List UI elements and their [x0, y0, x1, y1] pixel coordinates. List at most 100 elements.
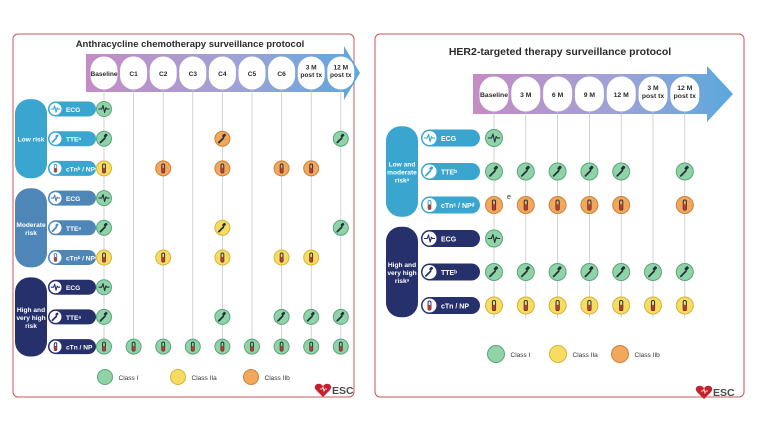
- test-tag: [421, 263, 480, 281]
- tube-icon: [279, 252, 284, 263]
- class-marker-2a: [485, 296, 503, 315]
- tube-icon: [161, 341, 166, 352]
- risk-group-1: [386, 226, 418, 318]
- timepoint-label: C2: [159, 71, 168, 78]
- class-marker-1: [612, 162, 631, 181]
- timepoint-label: Baseline: [480, 92, 508, 99]
- ecg-icon: [487, 233, 501, 244]
- class-marker-1: [96, 190, 112, 207]
- echo-icon: [616, 266, 626, 278]
- class-marker-1: [96, 279, 112, 296]
- class-marker-1: [580, 263, 599, 281]
- class-marker-1: [244, 338, 260, 355]
- esc-wordmark: ESC: [713, 387, 735, 399]
- echo-icon: [616, 165, 626, 177]
- test-label: TTEᵃ: [66, 226, 81, 233]
- esc-wordmark: ESC: [332, 385, 354, 397]
- class-marker-1: [303, 308, 320, 325]
- ecg-icon: [98, 194, 110, 203]
- class-marker-1: [155, 338, 172, 355]
- tube-icon: [491, 299, 497, 312]
- risk-group-label: Low risk: [18, 137, 45, 144]
- class-marker-1: [485, 263, 503, 281]
- test-label: TTEᵃ: [66, 315, 81, 322]
- tube-icon: [587, 199, 592, 211]
- timepoint-pill: [268, 56, 296, 90]
- class-marker-1: [332, 308, 349, 325]
- class-marker-2a: [214, 219, 231, 236]
- echo-icon: [648, 266, 658, 278]
- timepoint-label: Baseline: [90, 71, 117, 78]
- legend-swatch: [243, 369, 259, 385]
- timepoint-label: C6: [277, 71, 286, 78]
- test-label: cTnᵇ / NPᶜ: [66, 166, 98, 173]
- timepoint-pill: [90, 56, 118, 90]
- risk-group-0: [15, 99, 47, 179]
- class-marker-1: [332, 219, 349, 236]
- test-tag: [421, 129, 480, 147]
- echo-icon: [679, 266, 689, 278]
- ecg-icon: [50, 194, 61, 202]
- class-marker-2b: [548, 196, 567, 214]
- esc-logo: ESC: [314, 383, 354, 397]
- tube-icon: [53, 164, 58, 173]
- tube-icon: [161, 252, 166, 263]
- tube-icon: [220, 252, 225, 263]
- class-marker-1: [96, 219, 112, 236]
- class-marker-2a: [548, 296, 567, 315]
- timepoint-label: C4: [218, 71, 227, 78]
- tube-icon: [190, 341, 195, 352]
- echo-icon: [99, 222, 108, 233]
- test-label: ECG: [66, 196, 80, 203]
- legend-label: Class I: [119, 375, 139, 382]
- ecg-icon: [50, 105, 61, 113]
- echo-icon: [51, 312, 59, 322]
- class-marker-1: [485, 129, 503, 147]
- footnote-mark: e: [507, 194, 511, 201]
- echo-icon: [99, 311, 108, 322]
- echo-icon: [51, 223, 59, 232]
- timepoint-label: C3: [189, 71, 198, 78]
- panel-title: Anthracycline chemotherapy surveillance …: [76, 39, 305, 50]
- class-marker-1: [485, 229, 503, 248]
- legend-label: Class IIb: [265, 375, 291, 382]
- tube-icon: [220, 163, 225, 174]
- echo-icon: [425, 266, 434, 277]
- class-marker-1: [303, 338, 320, 355]
- timepoint-pill: [638, 76, 668, 112]
- class-marker-2a: [155, 249, 172, 266]
- class-marker-2a: [644, 296, 662, 315]
- test-label: TTEᵇ: [441, 170, 457, 177]
- test-label: TTEᵇ: [441, 270, 457, 277]
- echo-icon: [552, 165, 562, 177]
- echo-icon: [99, 133, 108, 144]
- ecg-icon: [487, 133, 501, 143]
- timepoint-pill: [543, 76, 573, 112]
- legend-swatch: [487, 345, 505, 363]
- legend-label: Class I: [511, 352, 531, 359]
- echo-icon: [520, 266, 530, 278]
- class-marker-1: [273, 338, 290, 355]
- timepoint-pill: [120, 56, 148, 90]
- tube-icon: [619, 199, 624, 211]
- legend-swatch: [549, 345, 567, 363]
- echo-icon: [425, 166, 434, 177]
- echo-icon: [51, 134, 59, 143]
- class-marker-1: [644, 263, 662, 281]
- test-label: cTnᵇ / NPᶜ: [66, 256, 98, 263]
- class-marker-2b: [155, 160, 172, 177]
- echo-icon: [306, 311, 315, 322]
- test-tag: [421, 230, 480, 247]
- class-marker-1: [332, 130, 349, 147]
- risk-group-2: [15, 277, 47, 357]
- risk-group-1: [15, 188, 47, 268]
- class-marker-2a: [96, 160, 112, 177]
- class-marker-2b: [214, 130, 231, 147]
- class-marker-1: [675, 162, 694, 181]
- timepoint-pill: [511, 76, 541, 112]
- timepoint-pill: [479, 76, 509, 112]
- timepoint-label: 12 M: [614, 92, 629, 99]
